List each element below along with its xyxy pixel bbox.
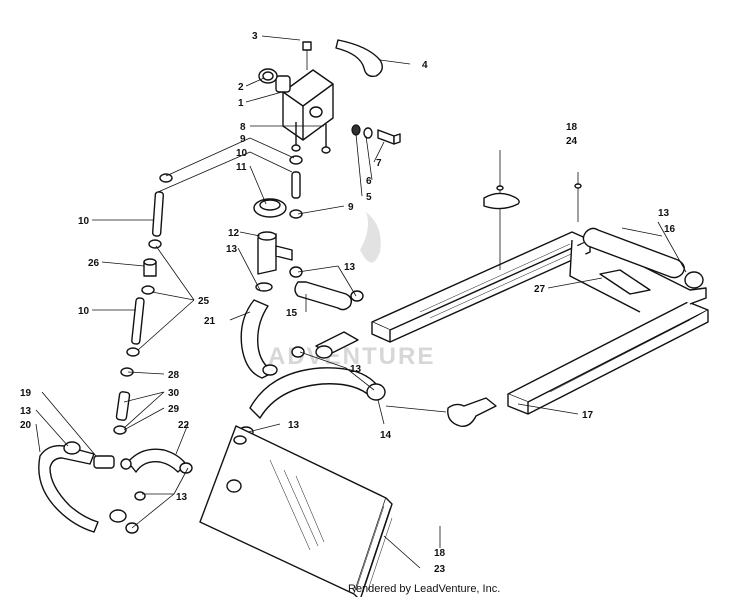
callout-23: 23 — [434, 564, 446, 575]
callout-28: 28 — [168, 370, 180, 381]
callout-16: 16 — [664, 224, 676, 235]
upper-hose-set — [126, 155, 303, 357]
callout-13f: 13 — [176, 492, 188, 503]
bracket-27 — [599, 269, 651, 295]
callout-6: 6 — [366, 176, 372, 187]
heat-exchanger-right — [507, 301, 709, 415]
callout-13d: 13 — [20, 406, 32, 417]
callout-18b: 18 — [434, 548, 446, 559]
callout-22: 22 — [178, 420, 190, 431]
callout-13g: 13 — [658, 208, 670, 219]
radiator-panel — [199, 425, 393, 597]
hose-22 — [127, 448, 187, 473]
callout-1: 1 — [238, 98, 244, 109]
mounting-hardware — [351, 124, 401, 145]
callout-27: 27 — [534, 284, 546, 295]
callout-7: 7 — [376, 158, 382, 169]
callout-14: 14 — [380, 430, 392, 441]
callout-17: 17 — [582, 410, 594, 421]
pressure-cap — [253, 198, 287, 218]
parts — [38, 39, 709, 597]
callout-15: 15 — [286, 308, 298, 319]
callout-29: 29 — [168, 404, 180, 415]
leader-lines — [35, 35, 687, 569]
callout-10a: 10 — [236, 148, 248, 159]
callout-26: 26 — [88, 258, 100, 269]
callout-10c: 10 — [78, 306, 90, 317]
heat-exchanger-left — [371, 231, 591, 343]
flame-logo-icon — [360, 212, 381, 263]
callout-13b: 13 — [344, 262, 356, 273]
callout-20: 20 — [20, 420, 32, 431]
short-hose — [294, 281, 353, 311]
overflow-hose — [335, 39, 383, 78]
callout-13a: 13 — [226, 244, 238, 255]
callout-4: 4 — [422, 60, 428, 71]
rear-connector — [447, 397, 497, 427]
callout-3: 3 — [252, 31, 258, 42]
callout-12: 12 — [228, 228, 240, 239]
callout-21: 21 — [204, 316, 216, 327]
callout-13c: 13 — [350, 364, 362, 375]
watermark: ADVENTURE — [268, 212, 433, 370]
union-19 — [93, 455, 115, 469]
callout-2: 2 — [238, 82, 244, 93]
hose-20 — [38, 445, 99, 533]
callout-9b: 9 — [348, 202, 354, 213]
callout-11: 11 — [236, 162, 247, 173]
sealant-patch — [483, 192, 520, 210]
callout-18a: 18 — [566, 122, 578, 133]
callout-25: 25 — [198, 296, 210, 307]
callout-19: 19 — [20, 388, 32, 399]
callout-24: 24 — [566, 136, 578, 147]
callout-10b: 10 — [78, 216, 90, 227]
lower-fittings — [113, 367, 134, 435]
callout-9a: 9 — [240, 134, 246, 145]
callouts: 3 2 1 4 8 9 10 11 7 6 5 9 10 12 13 26 13… — [20, 31, 676, 575]
callout-13e: 13 — [288, 420, 300, 431]
callout-5: 5 — [366, 192, 372, 203]
callout-30: 30 — [168, 388, 180, 399]
vent-fitting — [302, 41, 312, 51]
filler-neck — [255, 231, 293, 292]
credit-text: Rendered by LeadVenture, Inc. — [348, 583, 500, 595]
callout-8: 8 — [240, 122, 246, 133]
